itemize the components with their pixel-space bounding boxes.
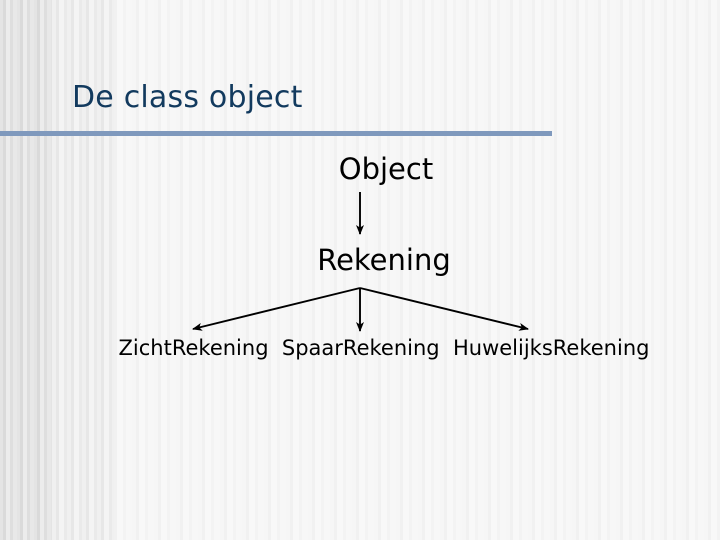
leaf-separator-1 — [269, 336, 282, 360]
page-title: De class object — [72, 80, 303, 115]
node-zichtrekening: ZichtRekening — [118, 336, 269, 360]
edge-rekening-to-zichtrekening — [192, 287, 361, 331]
title-divider — [0, 131, 552, 136]
leaf-node-row: ZichtRekening SpaarRekening HuwelijksRek… — [0, 335, 720, 361]
node-spaarrekening: SpaarRekening — [281, 336, 440, 360]
node-rekening: Rekening — [317, 243, 451, 277]
node-object: Object — [338, 152, 434, 186]
background-left-band-secondary — [52, 0, 114, 540]
edge-rekening-to-huwelijksrekening — [359, 287, 529, 331]
leaf-separator-2 — [440, 336, 453, 360]
node-huwelijksrekening: HuwelijksRekening — [452, 336, 650, 360]
background-left-band — [0, 0, 52, 540]
